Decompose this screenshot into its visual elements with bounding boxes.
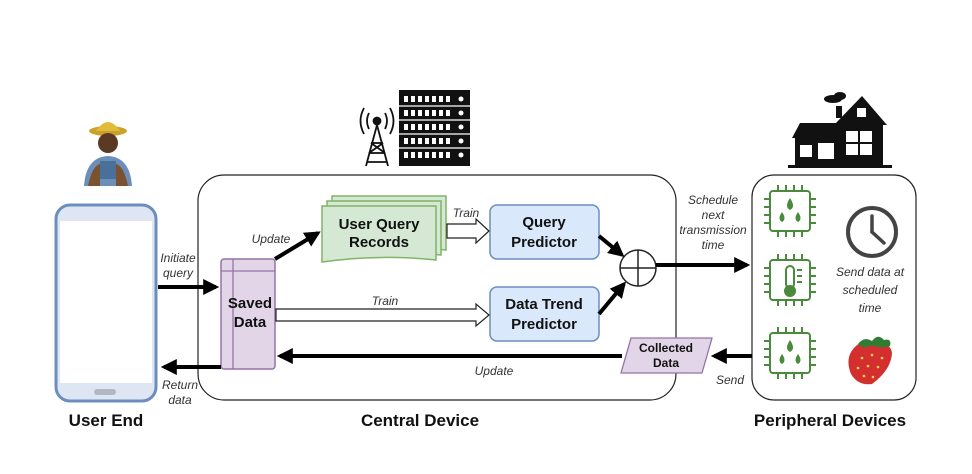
collected-label-1: Collected xyxy=(639,341,693,355)
peripheral-devices-label: Peripheral Devices xyxy=(754,411,906,430)
initiate-label-1: Initiate xyxy=(160,251,196,265)
server-rack-icon xyxy=(399,90,470,166)
house-icon xyxy=(788,92,892,168)
arrow-query-to-combiner xyxy=(597,234,625,258)
user-query-records-node: User Query Records xyxy=(321,195,447,263)
arrow-train-query xyxy=(446,217,490,245)
central-device-label: Central Device xyxy=(361,411,479,430)
schedule-label-4: time xyxy=(702,238,725,252)
antenna-tower-icon xyxy=(359,107,395,167)
update-saved-label: Update xyxy=(475,364,514,378)
saved-data-label-1: Saved xyxy=(228,295,272,312)
clock-icon xyxy=(846,206,898,258)
chip-water-icon-2 xyxy=(764,327,816,379)
arrow-trend-to-combiner xyxy=(597,281,627,316)
schedule-label-3: transmission xyxy=(679,223,747,237)
trend-predictor-label-1: Data Trend xyxy=(505,296,583,313)
return-label-1: Return xyxy=(162,378,198,392)
return-label-2: data xyxy=(168,393,192,407)
schedule-label-1: Schedule xyxy=(688,193,738,207)
schedule-label-2: next xyxy=(702,208,725,222)
send-note-3: time xyxy=(859,301,882,315)
initiate-label-2: query xyxy=(163,266,194,280)
saved-data-label-2: Data xyxy=(234,314,267,331)
data-trend-predictor-node: Data Trend Predictor xyxy=(489,286,600,342)
update-records-label: Update xyxy=(252,232,291,246)
phone-icon xyxy=(54,203,158,403)
saved-data-node: Saved Data xyxy=(220,258,276,370)
send-label: Send xyxy=(716,373,744,387)
trend-predictor-label-2: Predictor xyxy=(511,316,577,333)
chip-thermometer-icon xyxy=(764,254,816,306)
collected-label-2: Data xyxy=(653,356,679,370)
query-predictor-label-1: Query xyxy=(522,214,566,231)
chip-water-icon xyxy=(764,185,816,237)
train-trend-label: Train xyxy=(372,294,399,308)
records-label-1: User Query xyxy=(339,216,421,233)
collected-data-node: Collected Data xyxy=(620,337,713,374)
combiner-node xyxy=(619,249,657,287)
send-note-2: scheduled xyxy=(843,283,898,297)
arrow-update-records xyxy=(273,231,321,261)
send-note-1: Send data at xyxy=(836,265,905,279)
user-end-label: User End xyxy=(69,411,144,430)
query-predictor-node: Query Predictor xyxy=(489,204,600,260)
strawberry-icon xyxy=(848,336,892,385)
farmer-icon xyxy=(84,122,132,186)
train-query-label: Train xyxy=(453,206,480,220)
records-label-2: Records xyxy=(349,234,409,251)
query-predictor-label-2: Predictor xyxy=(511,234,577,251)
arrow-train-trend xyxy=(275,302,490,328)
